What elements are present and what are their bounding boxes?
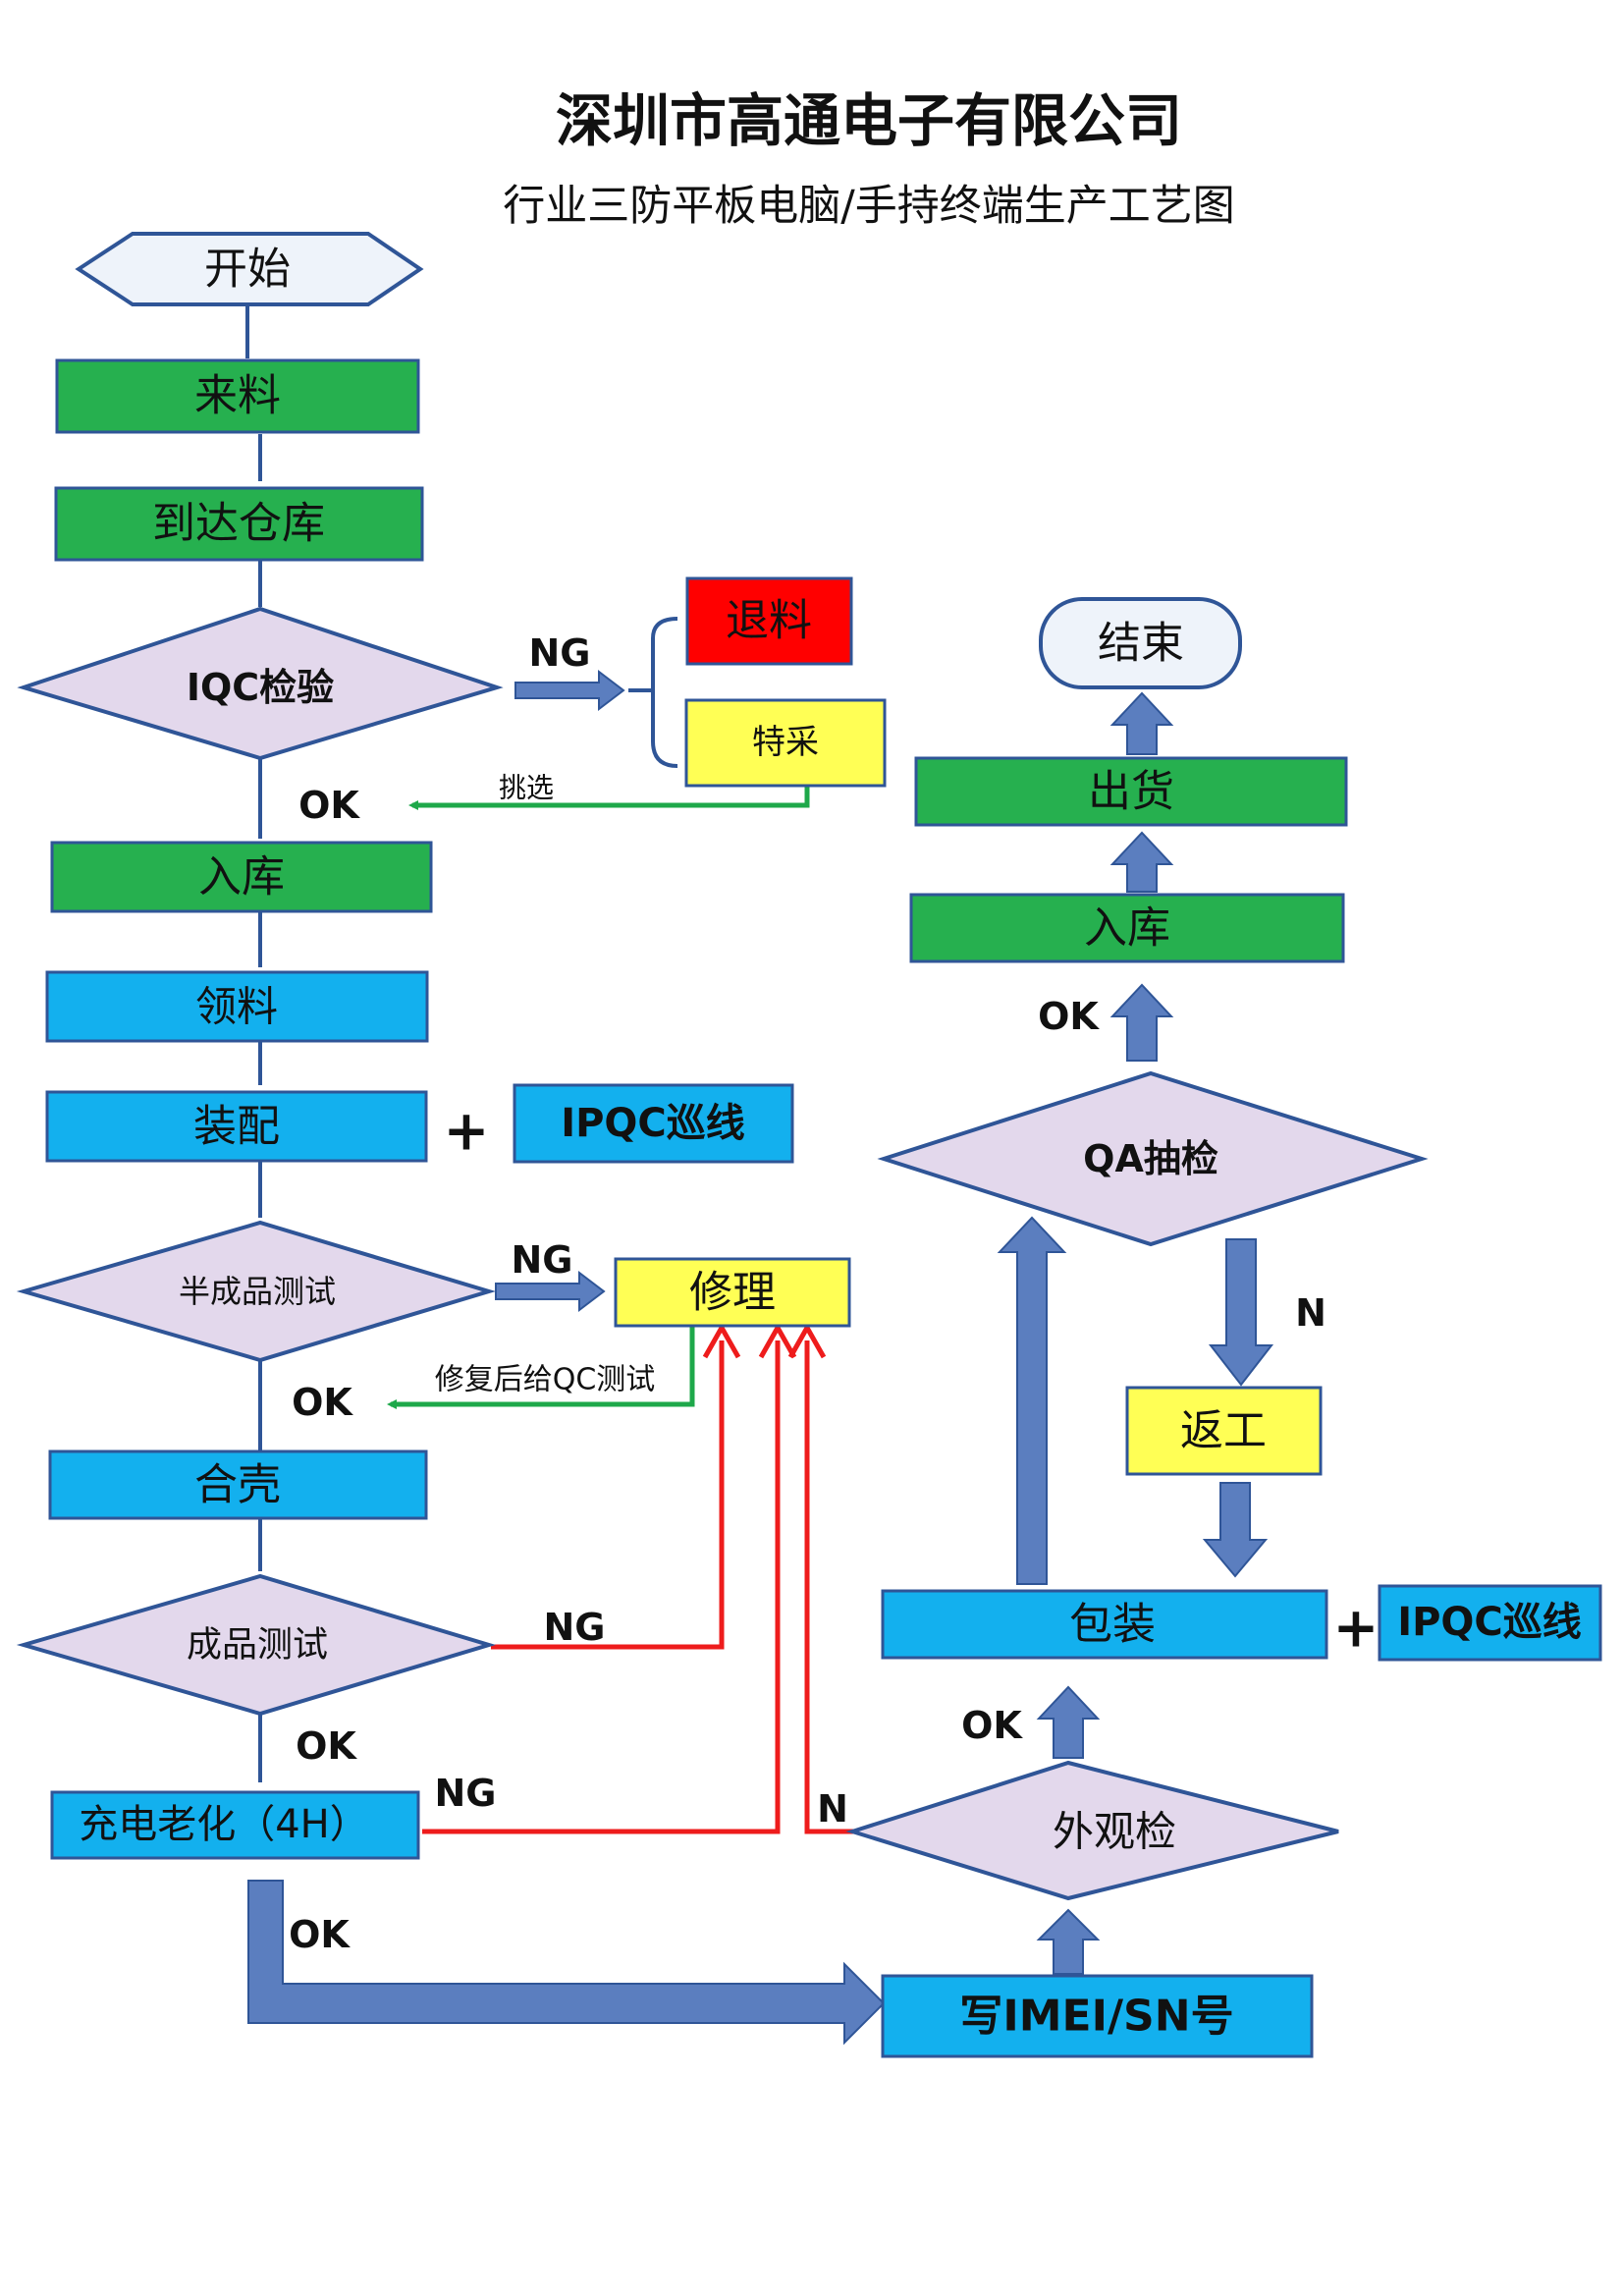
reject-node: 退料: [685, 576, 853, 666]
repair-node: 修理: [614, 1257, 851, 1328]
ok-final-label: OK: [296, 1724, 357, 1768]
case-label: 合壳: [194, 1460, 281, 1510]
ng-iqc-label: NG: [529, 631, 591, 675]
assembly-node: 装配: [45, 1090, 428, 1163]
semi-test-node: 半成品测试: [16, 1220, 496, 1363]
ng-aging-label: NG: [435, 1772, 497, 1815]
ng-semi-label: NG: [512, 1238, 573, 1282]
edge-labels: NG OK 挑选 NG OK 修复后给QC测试 NG OK NG N OK OK…: [289, 631, 1326, 1956]
end-node: 结束: [1039, 597, 1242, 689]
final-test-node: 成品测试: [16, 1573, 496, 1717]
iqc-node: IQC检验: [17, 606, 504, 761]
ok-iqc-label: OK: [298, 784, 360, 827]
rework-node: 返工: [1125, 1386, 1323, 1476]
incoming-node: 来料: [55, 358, 420, 434]
qa-node: QA抽检: [877, 1070, 1429, 1247]
incoming-label: 来料: [194, 371, 281, 421]
ok-semi-label: OK: [292, 1381, 353, 1424]
ng-return-lines: [422, 1322, 854, 1834]
pick-node: 领料: [45, 970, 429, 1043]
special-label: 特采: [752, 723, 819, 762]
ipqc1-label: IPQC巡线: [561, 1101, 745, 1146]
block-arrows: [247, 669, 1274, 2046]
repair-label: 修理: [689, 1268, 776, 1318]
ok-aging-label: OK: [289, 1913, 351, 1956]
special-node: 特采: [684, 698, 887, 788]
rework-label: 返工: [1180, 1406, 1267, 1456]
case-node: 合壳: [48, 1449, 428, 1520]
page-subtitle: 行业三防平板电脑/手持终端生产工艺图: [503, 182, 1235, 231]
ok-return-lines: [387, 786, 810, 1409]
warehouse-label: 到达仓库: [152, 499, 325, 549]
ok-qa-label: OK: [1038, 995, 1100, 1038]
ng-final-label: NG: [544, 1606, 606, 1649]
store1-label: 入库: [198, 852, 285, 902]
visual-label: 外观检: [1053, 1808, 1176, 1856]
write-imei-node: 写IMEI/SN号: [881, 1974, 1314, 2058]
ipqc1-node: IPQC巡线: [513, 1083, 794, 1164]
final-test-label: 成品测试: [187, 1625, 328, 1666]
visual-node: 外观检: [845, 1760, 1339, 1901]
end-label: 结束: [1098, 619, 1184, 669]
write-imei-label: 写IMEI/SN号: [959, 1992, 1233, 2042]
ship-label: 出货: [1088, 767, 1174, 817]
ship-node: 出货: [914, 756, 1348, 827]
pack-label: 包装: [1069, 1600, 1156, 1650]
pick-label: 领料: [195, 983, 278, 1031]
ipqc2-node: IPQC巡线: [1378, 1584, 1602, 1662]
semi-test-label: 半成品测试: [179, 1273, 336, 1310]
plus-sign-2: +: [1333, 1597, 1380, 1661]
select-label: 挑选: [499, 772, 554, 804]
warehouse-node: 到达仓库: [54, 486, 424, 562]
iqc-label: IQC检验: [187, 666, 334, 709]
assembly-label: 装配: [193, 1102, 280, 1152]
company-title: 深圳市高通电子有限公司: [556, 87, 1182, 154]
aging-node: 充电老化（4H）: [50, 1790, 420, 1860]
store2-label: 入库: [1084, 903, 1170, 954]
plus-sign-1: +: [444, 1100, 490, 1164]
store1-node: 入库: [50, 841, 433, 913]
repair-note-label: 修复后给QC测试: [435, 1363, 656, 1397]
n-visual-label: N: [817, 1787, 848, 1831]
reject-label: 退料: [726, 596, 812, 646]
pack-node: 包装: [881, 1589, 1328, 1660]
connector-lines: [245, 304, 678, 1782]
start-node: 开始: [75, 232, 424, 306]
aging-label: 充电老化（4H）: [79, 1802, 369, 1847]
store2-node: 入库: [909, 893, 1345, 963]
start-label: 开始: [204, 245, 291, 295]
qa-label: QA抽检: [1083, 1137, 1218, 1180]
ok-visual-label: OK: [961, 1704, 1023, 1747]
n-qa-label: N: [1295, 1291, 1326, 1335]
ipqc2-label: IPQC巡线: [1397, 1600, 1582, 1645]
